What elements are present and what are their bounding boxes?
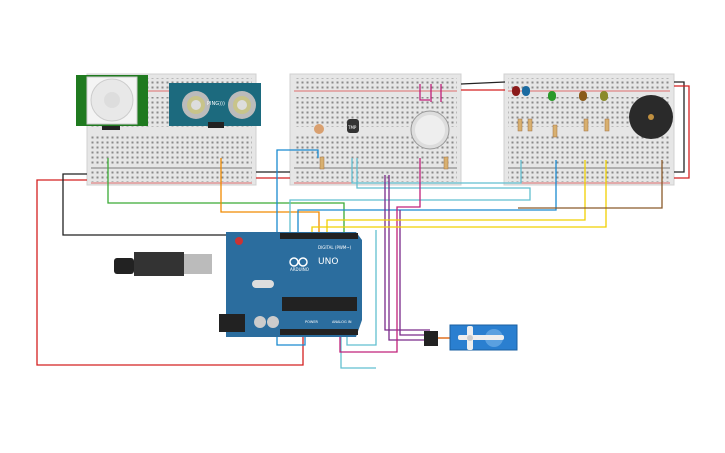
wire-magenta	[339, 158, 421, 353]
power-header-label: POWER	[305, 320, 319, 324]
tmp-label: TMP	[347, 125, 357, 130]
wire-magenta	[419, 84, 430, 101]
arduino-brand-label: ARDUINO	[290, 267, 309, 272]
wire-green	[107, 158, 345, 232]
led-red[interactable]	[512, 86, 520, 96]
uno-label: UNO	[318, 257, 338, 267]
wire-orange	[220, 158, 320, 232]
ping-label: PING)))	[207, 101, 225, 107]
wire-purple	[399, 210, 430, 336]
led-blue[interactable]	[522, 86, 530, 96]
wire-yellow	[326, 160, 586, 232]
wire-lightblue	[340, 332, 376, 369]
wire-purple	[388, 175, 430, 341]
wire-purple	[384, 175, 430, 331]
wire-lightblue	[289, 158, 531, 232]
wire-brown	[518, 160, 663, 209]
ultrasonic-sensor[interactable]: PING)))	[169, 83, 261, 128]
usb-cable	[114, 258, 134, 274]
temperature-sensor[interactable]: TMP	[347, 119, 359, 133]
wire-red	[674, 85, 690, 179]
wire-black	[62, 173, 287, 236]
breadboard-3[interactable]	[503, 73, 675, 186]
arduino-uno[interactable]: DIGITAL (PWM~) UNO ARDUINO POWER ANALOG …	[114, 232, 362, 337]
wire-yellow	[311, 160, 607, 232]
digital-header-label: DIGITAL (PWM~)	[318, 245, 352, 250]
led-olive[interactable]	[600, 91, 608, 101]
wire-black	[674, 81, 685, 173]
reset-button[interactable]	[235, 237, 243, 245]
pir-sensor[interactable]	[76, 75, 148, 130]
gas-sensor[interactable]	[410, 110, 450, 150]
servo-motor[interactable]	[424, 324, 518, 351]
piezo-buzzer[interactable]	[629, 95, 673, 139]
analog-header-label: ANALOG IN	[332, 320, 352, 324]
photoresistor[interactable]	[314, 124, 324, 134]
resistors	[319, 118, 610, 170]
wire-black	[460, 81, 506, 85]
usb-plug	[134, 252, 184, 276]
arduino-logo-icon	[289, 257, 308, 267]
wire-blue	[297, 160, 557, 232]
wires[interactable]	[36, 81, 690, 369]
led-green[interactable]	[548, 91, 556, 101]
wire-lightblue	[351, 158, 522, 184]
led-brown[interactable]	[579, 91, 587, 101]
wire-lightblue	[346, 230, 377, 346]
wire-red	[36, 179, 304, 366]
